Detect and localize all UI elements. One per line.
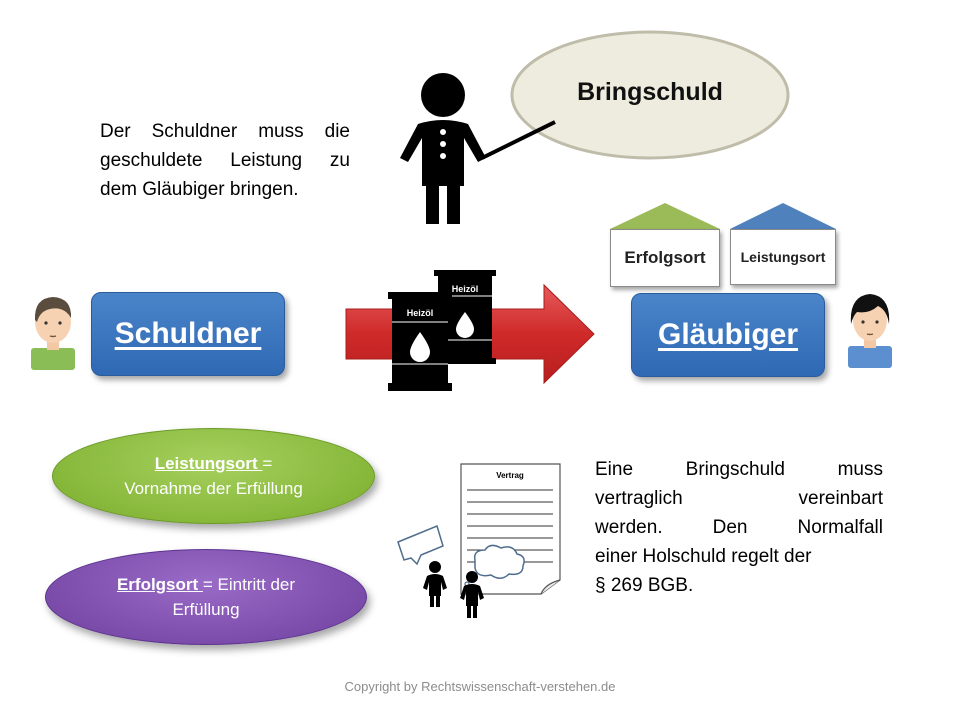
intro-line-3: dem Gläubiger bringen. xyxy=(100,179,299,200)
leistungsort-term: Leistungsort xyxy=(154,454,263,473)
intro-line-2: geschuldete Leistung zu xyxy=(100,150,350,171)
schuldner-avatar-icon xyxy=(31,297,75,370)
leistungsort-house: Leistungsort xyxy=(730,203,840,285)
leistungsort-label: Leistungsort xyxy=(730,229,836,285)
erfolgsort-term: Erfolgsort xyxy=(116,575,203,594)
intro-line-1: Der Schuldner muss die xyxy=(100,121,350,142)
speech-bubble-icon xyxy=(397,524,444,566)
contract-title: Vertrag xyxy=(496,471,524,480)
note-line-3: werden. Den Normalfall xyxy=(595,517,883,538)
bringschuld-note: Eine Bringschuld muss vertraglich verein… xyxy=(595,455,883,600)
erfolgsort-description: Erfüllung xyxy=(172,600,240,619)
schuldner-button[interactable]: Schuldner xyxy=(91,292,285,376)
note-line-4: einer Holschuld regelt der xyxy=(595,546,812,567)
person-small-icon xyxy=(460,571,484,618)
intro-text: Der Schuldner muss die geschuldete Leist… xyxy=(100,117,350,204)
leistungsort-definition: Leistungsort = Vornahme der Erfüllung xyxy=(52,428,375,524)
erfolgsort-definition: Erfolgsort = Eintritt der Erfüllung xyxy=(45,549,367,645)
erfolgsort-label: Erfolgsort xyxy=(610,229,720,287)
leistungsort-description: Vornahme der Erfüllung xyxy=(124,479,303,498)
barrel-front-label: Heizöl xyxy=(407,308,434,318)
leistungsort-equals: = xyxy=(262,454,273,473)
note-line-1: Eine Bringschuld muss xyxy=(595,459,883,480)
person-small-icon xyxy=(423,561,447,607)
thought-cloud-icon xyxy=(473,544,525,579)
barrel-front-icon xyxy=(388,292,452,391)
glaeubiger-avatar-icon xyxy=(848,294,892,368)
house-roof-green xyxy=(610,203,720,229)
leistungsort-definition-line-1: Leistungsort = xyxy=(155,451,273,476)
note-line-5: § 269 BGB. xyxy=(595,575,694,596)
glaeubiger-button[interactable]: Gläubiger xyxy=(631,293,825,377)
teacher-icon xyxy=(400,73,556,224)
note-line-2: vertraglich vereinbart xyxy=(595,488,883,509)
contract-illustration-icon: Vertrag xyxy=(397,463,561,618)
house-roof-blue xyxy=(730,203,836,229)
copyright-footer: Copyright by Rechtswissenschaft-verstehe… xyxy=(344,679,616,694)
bringschuld-bubble xyxy=(510,30,790,160)
oil-barrels-icon: Heizöl Heizöl xyxy=(388,270,496,391)
erfolgsort-equals: = Eintritt der xyxy=(202,575,296,594)
erfolgsort-definition-line-1: Erfolgsort = Eintritt der xyxy=(117,572,295,597)
barrel-back-label: Heizöl xyxy=(452,284,479,294)
erfolgsort-house: Erfolgsort xyxy=(610,203,720,287)
bubble-label: Bringschuld xyxy=(577,78,723,106)
